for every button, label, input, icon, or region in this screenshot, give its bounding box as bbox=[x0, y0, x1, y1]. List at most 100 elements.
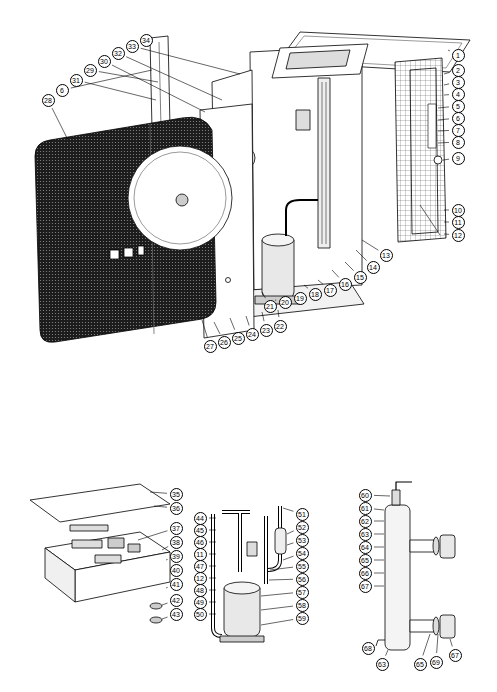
callout-number: 46 bbox=[194, 536, 207, 549]
leader-line bbox=[386, 650, 388, 656]
callout-number: 39 bbox=[170, 550, 183, 563]
leader-line bbox=[444, 94, 449, 95]
callout-number: 30 bbox=[98, 55, 111, 68]
leader-line bbox=[162, 546, 168, 550]
leader-line bbox=[438, 107, 449, 108]
leader-line bbox=[52, 108, 68, 140]
callout-number: 49 bbox=[194, 596, 207, 609]
callout-number: 24 bbox=[246, 328, 259, 341]
callout-number: 61 bbox=[359, 502, 372, 515]
callout-number: 52 bbox=[296, 521, 309, 534]
leader-line bbox=[438, 119, 449, 120]
leader-line bbox=[437, 634, 438, 653]
leader-line bbox=[262, 292, 266, 298]
callout-number: 6 bbox=[452, 112, 465, 125]
leader-line bbox=[138, 531, 167, 540]
leader-line bbox=[374, 586, 384, 587]
leader-line bbox=[332, 270, 339, 277]
callout-number: 18 bbox=[309, 288, 322, 301]
callout-number: 13 bbox=[380, 249, 393, 262]
leader-line bbox=[318, 280, 323, 284]
callout-number: 56 bbox=[296, 573, 309, 586]
leader-line bbox=[444, 84, 449, 85]
callout-number: 53 bbox=[296, 534, 309, 547]
callout-number: 6 bbox=[56, 84, 69, 97]
leader-line bbox=[209, 518, 216, 519]
callout-number: 12 bbox=[452, 229, 465, 242]
callout-number: 68 bbox=[362, 642, 375, 655]
leader-line bbox=[162, 617, 168, 619]
leader-line bbox=[209, 614, 216, 615]
leader-line bbox=[287, 531, 294, 534]
leader-line bbox=[448, 50, 450, 52]
leader-line bbox=[374, 573, 384, 574]
leader-line bbox=[112, 65, 205, 112]
callout-number: 11 bbox=[194, 548, 207, 561]
leader-line bbox=[262, 312, 264, 321]
callout-number: 2 bbox=[452, 64, 465, 77]
leader-line bbox=[444, 72, 449, 74]
leader-line bbox=[270, 567, 293, 570]
callout-number: 35 bbox=[170, 488, 183, 501]
callout-number: 57 bbox=[296, 586, 309, 599]
callout-number: 62 bbox=[359, 515, 372, 528]
callout-number: 4 bbox=[452, 88, 465, 101]
leader-line bbox=[374, 521, 384, 522]
leader-line bbox=[246, 316, 249, 325]
leader-line bbox=[450, 639, 452, 646]
callout-number: 9 bbox=[452, 152, 465, 165]
callout-number: 23 bbox=[260, 324, 273, 337]
leader-line bbox=[85, 82, 156, 100]
callout-number: 31 bbox=[70, 74, 83, 87]
callout-number: 47 bbox=[194, 560, 207, 573]
leader-line bbox=[444, 222, 449, 223]
leader-line bbox=[444, 234, 449, 235]
leader-line bbox=[356, 250, 367, 261]
callout-number: 14 bbox=[367, 261, 380, 274]
callout-number: 8 bbox=[452, 136, 465, 149]
leader-line bbox=[162, 603, 168, 605]
callout-number: 65 bbox=[359, 554, 372, 567]
leader-line bbox=[209, 578, 216, 579]
leader-line bbox=[209, 566, 216, 567]
leader-line bbox=[209, 590, 216, 591]
leader-line bbox=[261, 606, 293, 610]
leader-line bbox=[166, 587, 168, 589]
leader-line bbox=[209, 542, 216, 543]
leader-line bbox=[261, 620, 293, 625]
callout-number: 43 bbox=[170, 608, 183, 621]
callout-number: 3 bbox=[452, 76, 465, 89]
leader-line bbox=[345, 262, 354, 271]
leader-line bbox=[444, 210, 449, 211]
leader-line bbox=[423, 634, 430, 655]
callout-number: 28 bbox=[42, 94, 55, 107]
callout-number: 7 bbox=[452, 124, 465, 137]
callout-number: 44 bbox=[194, 512, 207, 525]
callout-number: 16 bbox=[339, 278, 352, 291]
callout-number: 26 bbox=[218, 336, 231, 349]
leader-line bbox=[202, 320, 207, 337]
leader-line bbox=[275, 300, 276, 301]
callout-number: 54 bbox=[296, 547, 309, 560]
callout-number: 25 bbox=[232, 332, 245, 345]
leader-line bbox=[283, 556, 294, 560]
leader-line bbox=[278, 310, 280, 317]
callout-number: 64 bbox=[359, 541, 372, 554]
callout-number: 38 bbox=[170, 536, 183, 549]
callout-number: 5 bbox=[452, 100, 465, 113]
leader-line bbox=[374, 534, 384, 535]
leader-line bbox=[166, 559, 168, 561]
callout-number: 1 bbox=[452, 49, 465, 62]
callout-number: 50 bbox=[194, 608, 207, 621]
leader-line bbox=[374, 547, 384, 548]
callout-number: 17 bbox=[324, 284, 337, 297]
leader-line bbox=[261, 593, 293, 596]
leader-line bbox=[150, 492, 167, 493]
leader-line bbox=[209, 554, 216, 555]
leader-line bbox=[230, 318, 235, 330]
callout-number: 40 bbox=[170, 564, 183, 577]
callout-number: 59 bbox=[296, 612, 309, 625]
